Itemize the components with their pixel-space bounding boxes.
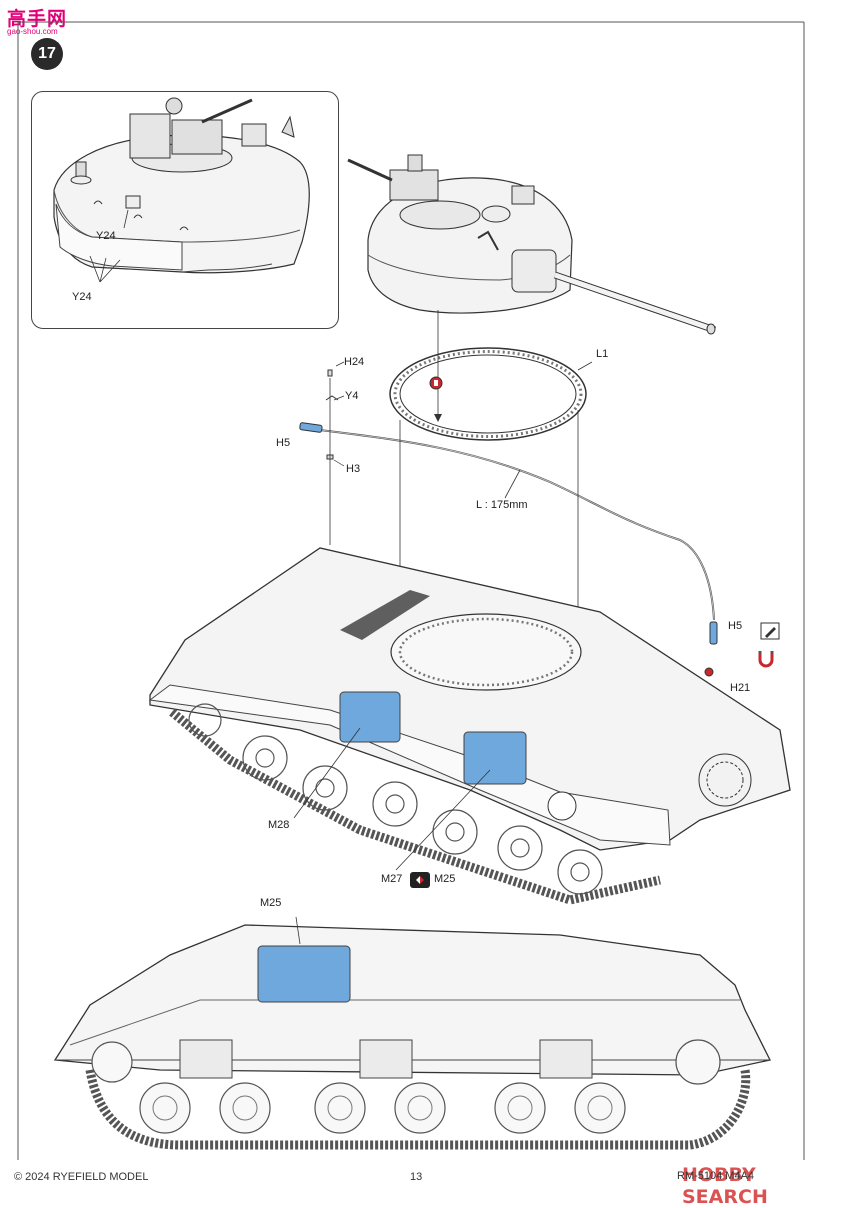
part-label-l1: L1 <box>596 348 609 360</box>
turret-drawing <box>347 154 717 335</box>
footer-page-number: 13 <box>410 1171 423 1183</box>
part-label-h21: H21 <box>730 682 751 694</box>
paint-marker-icon <box>429 376 443 390</box>
part-label-m28: M28 <box>268 819 290 831</box>
part-label-y4: Y4 <box>345 390 359 402</box>
cable-length-label: L : 175mm <box>476 499 528 511</box>
watermark-logo-sub: gao-shou.com <box>7 27 58 36</box>
part-label-h5-top: H5 <box>276 437 291 449</box>
swap-icon <box>410 872 430 888</box>
footer-copyright: © 2024 RYEFIELD MODEL <box>14 1171 149 1183</box>
part-label-h24: H24 <box>344 356 365 368</box>
part-label-h5-right: H5 <box>728 620 743 632</box>
hull-side-view-drawing <box>53 916 771 1150</box>
inset-detail-panel: Y24 Y24 <box>31 91 339 329</box>
magnet-icon <box>758 651 774 668</box>
hull-top-view-drawing <box>148 547 791 905</box>
tow-cable-drawing <box>299 422 718 677</box>
part-label-m27: M27 <box>381 873 403 885</box>
watermark-logo: 高手网 gao-shou.com <box>7 4 67 36</box>
footer-product-code: RM-5104 M4A4 <box>677 1170 755 1182</box>
inset-label-y24-a: Y24 <box>96 230 116 242</box>
part-label-m25-mid: M25 <box>434 873 456 885</box>
step-number-badge: 17 <box>31 38 63 70</box>
watermark-logo-text: 高手网 <box>7 8 68 30</box>
paint-icon <box>760 622 780 640</box>
turret-ring-drawing <box>389 310 593 441</box>
inset-label-y24-b: Y24 <box>72 291 92 303</box>
part-label-m25-bottom: M25 <box>260 897 282 909</box>
inset-turret-drawing <box>53 97 310 283</box>
part-label-h3: H3 <box>346 463 361 475</box>
